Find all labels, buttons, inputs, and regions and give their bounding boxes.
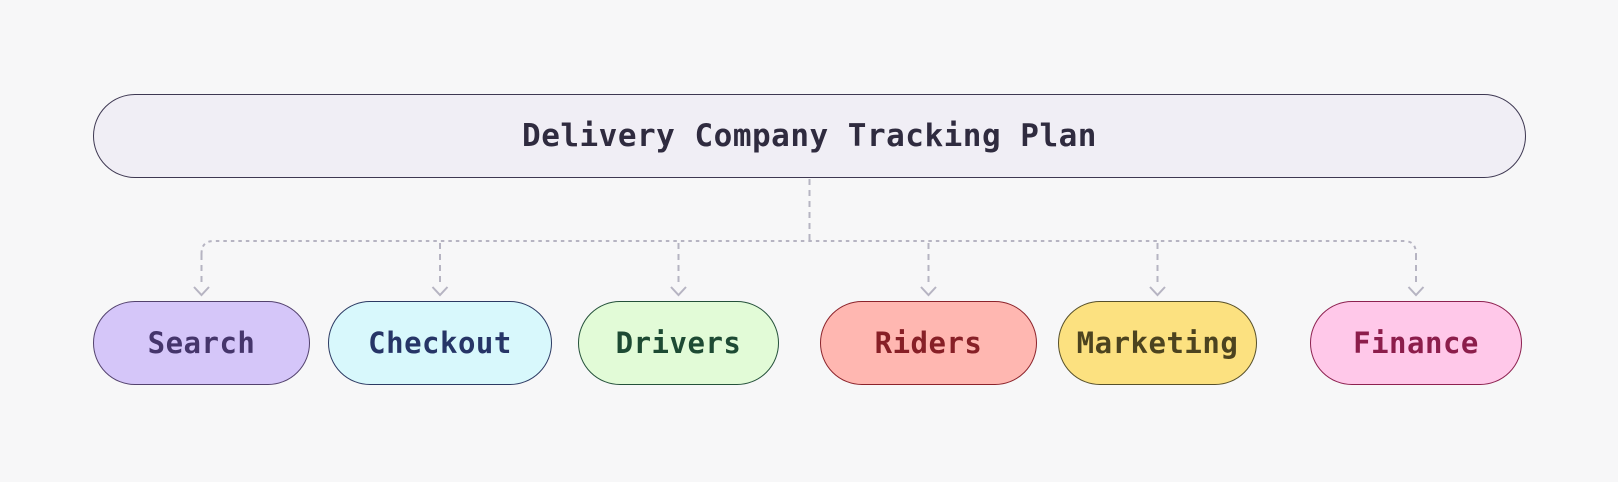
arrowhead-search-icon <box>193 286 210 297</box>
child-node-finance[interactable]: Finance <box>1310 301 1522 385</box>
child-node-drivers[interactable]: Drivers <box>578 301 779 385</box>
arrowhead-finance-icon <box>1407 286 1425 297</box>
arrowhead-marketing-icon <box>1149 286 1166 297</box>
arrowhead-checkout-icon <box>431 286 449 297</box>
child-node-label: Search <box>147 326 256 360</box>
child-node-riders[interactable]: Riders <box>820 301 1037 385</box>
child-node-label: Finance <box>1353 326 1479 360</box>
root-node-label: Delivery Company Tracking Plan <box>522 118 1097 154</box>
child-node-label: Riders <box>874 326 983 360</box>
child-node-checkout[interactable]: Checkout <box>328 301 552 385</box>
child-node-label: Marketing <box>1076 326 1239 360</box>
root-node-delivery-company-tracking-plan[interactable]: Delivery Company Tracking Plan <box>93 94 1526 178</box>
arrowhead-riders-icon <box>920 286 937 297</box>
child-node-label: Checkout <box>368 326 512 360</box>
child-node-label: Drivers <box>615 326 742 360</box>
trunk-line <box>200 240 1417 255</box>
child-node-marketing[interactable]: Marketing <box>1058 301 1257 385</box>
arrowhead-drivers-icon <box>670 286 687 297</box>
child-node-search[interactable]: Search <box>93 301 310 385</box>
